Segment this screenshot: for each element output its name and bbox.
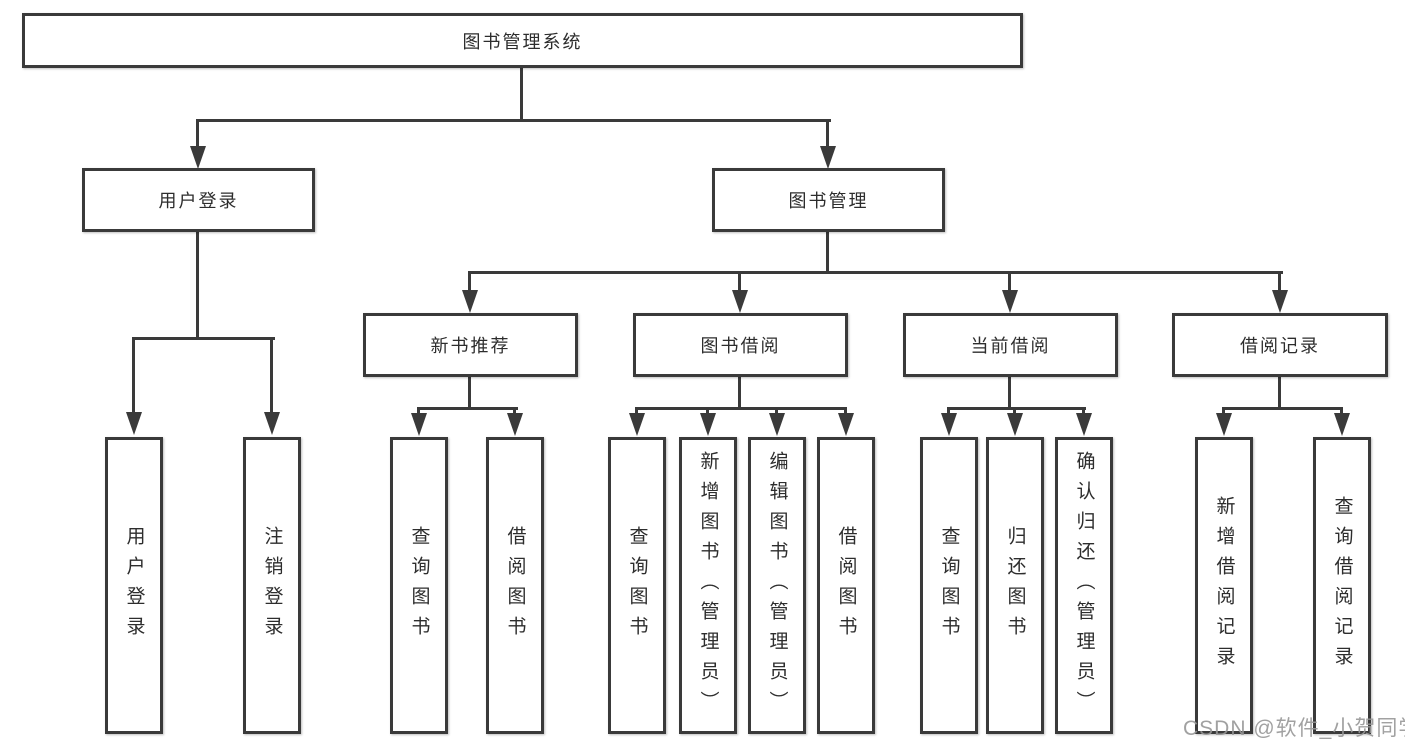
- connector-drop: [513, 407, 516, 415]
- node-book-management-label: 图书管理: [788, 191, 869, 211]
- leaf-nbr-borrow-books: 借阅图书: [486, 437, 544, 734]
- connector-drop: [1082, 407, 1085, 415]
- leaf-user-login-label: 用户登录: [123, 525, 145, 646]
- connector-drop: [1013, 407, 1016, 415]
- arrowhead: [507, 413, 523, 436]
- arrowhead: [941, 413, 957, 436]
- connector-bus-level2: [196, 119, 831, 122]
- leaf-cb-query-books-label: 查询图书: [938, 525, 960, 646]
- node-user-login-branch: 用户登录: [82, 168, 315, 232]
- node-book-borrowing-label: 图书借阅: [700, 336, 781, 356]
- node-current-borrowing: 当前借阅: [903, 313, 1118, 377]
- connector-drop: [844, 407, 847, 415]
- leaf-nbr-query-books: 查询图书: [390, 437, 448, 734]
- connector-drop: [1340, 407, 1343, 415]
- arrowhead-leaf-login: [126, 412, 142, 435]
- connector-drop-book-mgmt: [826, 119, 829, 148]
- arrowhead: [1076, 413, 1092, 436]
- node-current-borrowing-label: 当前借阅: [970, 336, 1051, 356]
- node-root: 图书管理系统: [22, 13, 1023, 68]
- arrowhead: [1216, 413, 1232, 436]
- node-borrowing-records: 借阅记录: [1172, 313, 1388, 377]
- connector-drop: [1222, 407, 1225, 415]
- arrowhead-borrow-records: [1272, 290, 1288, 313]
- arrowhead: [838, 413, 854, 436]
- connector-stem-book-borrow: [738, 377, 741, 409]
- node-book-borrowing: 图书借阅: [633, 313, 848, 377]
- leaf-bb-query-books-label: 查询图书: [626, 525, 648, 646]
- leaf-cb-confirm-return-admin-label: 确认归还（管理员）: [1073, 450, 1095, 721]
- arrowhead-current-borrow: [1002, 290, 1018, 313]
- connector-mgmt-stem: [826, 232, 829, 273]
- arrowhead-book-mgmt: [820, 146, 836, 169]
- connector-stem-new-book: [468, 377, 471, 409]
- connector-drop-leaf-login: [132, 337, 135, 414]
- leaf-logout-label: 注销登录: [261, 525, 283, 646]
- arrowhead: [629, 413, 645, 436]
- node-root-label: 图书管理系统: [462, 31, 583, 52]
- connector-bus-new-book: [417, 407, 518, 410]
- leaf-nbr-query-books-label: 查询图书: [408, 525, 430, 646]
- leaf-bb-edit-books-admin: 编辑图书（管理员）: [748, 437, 806, 734]
- arrowhead: [1334, 413, 1350, 436]
- connector-bus-book-borrow: [635, 407, 847, 410]
- connector-drop-borrow-records: [1278, 271, 1281, 292]
- leaf-logout: 注销登录: [243, 437, 301, 734]
- leaf-cb-query-books: 查询图书: [920, 437, 978, 734]
- arrowhead-leaf-logout: [264, 412, 280, 435]
- leaf-br-query-record: 查询借阅记录: [1313, 437, 1371, 734]
- leaf-bb-query-books: 查询图书: [608, 437, 666, 734]
- connector-drop: [706, 407, 709, 415]
- arrowhead: [700, 413, 716, 436]
- leaf-nbr-borrow-books-label: 借阅图书: [504, 525, 526, 646]
- node-borrowing-records-label: 借阅记录: [1240, 336, 1320, 356]
- connector-drop-book-borrow: [738, 271, 741, 292]
- connector-stem-current-borrow: [1008, 377, 1011, 409]
- connector-drop-user-login: [196, 119, 199, 148]
- connector-drop: [947, 407, 950, 415]
- leaf-user-login: 用户登录: [105, 437, 163, 734]
- leaf-br-add-record-label: 新增借阅记录: [1213, 495, 1235, 676]
- connector-drop-current-borrow: [1008, 271, 1011, 292]
- arrowhead: [769, 413, 785, 436]
- arrowhead-book-borrow: [732, 290, 748, 313]
- arrowhead-user-login: [190, 146, 206, 169]
- leaf-br-add-record: 新增借阅记录: [1195, 437, 1253, 734]
- leaf-bb-borrow-books: 借阅图书: [817, 437, 875, 734]
- connector-drop: [417, 407, 420, 415]
- connector-drop: [635, 407, 638, 415]
- connector-drop-new-book: [468, 271, 471, 292]
- connector-user-stem: [196, 232, 199, 339]
- csdn-watermark: CSDN @软件_小贺同学: [1183, 717, 1405, 740]
- leaf-bb-borrow-books-label: 借阅图书: [835, 525, 857, 646]
- arrowhead-new-book: [462, 290, 478, 313]
- node-user-login-branch-label: 用户登录: [158, 191, 239, 211]
- leaf-cb-confirm-return-admin: 确认归还（管理员）: [1055, 437, 1113, 734]
- connector-root-stem: [520, 68, 523, 121]
- node-book-management: 图书管理: [712, 168, 945, 232]
- node-new-book-recommend-label: 新书推荐: [430, 336, 511, 356]
- leaf-cb-return-books: 归还图书: [986, 437, 1044, 734]
- arrowhead: [411, 413, 427, 436]
- leaf-bb-add-books-admin-label: 新增图书（管理员）: [697, 450, 719, 721]
- leaf-br-query-record-label: 查询借阅记录: [1331, 495, 1353, 676]
- connector-bus-current-borrow: [947, 407, 1086, 410]
- connector-drop: [775, 407, 778, 415]
- leaf-bb-add-books-admin: 新增图书（管理员）: [679, 437, 737, 734]
- connector-drop-leaf-logout: [270, 337, 273, 414]
- connector-bus-level3: [468, 271, 1283, 274]
- arrowhead: [1007, 413, 1023, 436]
- connector-bus-user: [132, 337, 275, 340]
- connector-stem-borrow-records: [1278, 377, 1281, 409]
- connector-bus-borrow-records: [1222, 407, 1343, 410]
- leaf-bb-edit-books-admin-label: 编辑图书（管理员）: [766, 450, 788, 721]
- leaf-cb-return-books-label: 归还图书: [1004, 525, 1026, 646]
- node-new-book-recommend: 新书推荐: [363, 313, 578, 377]
